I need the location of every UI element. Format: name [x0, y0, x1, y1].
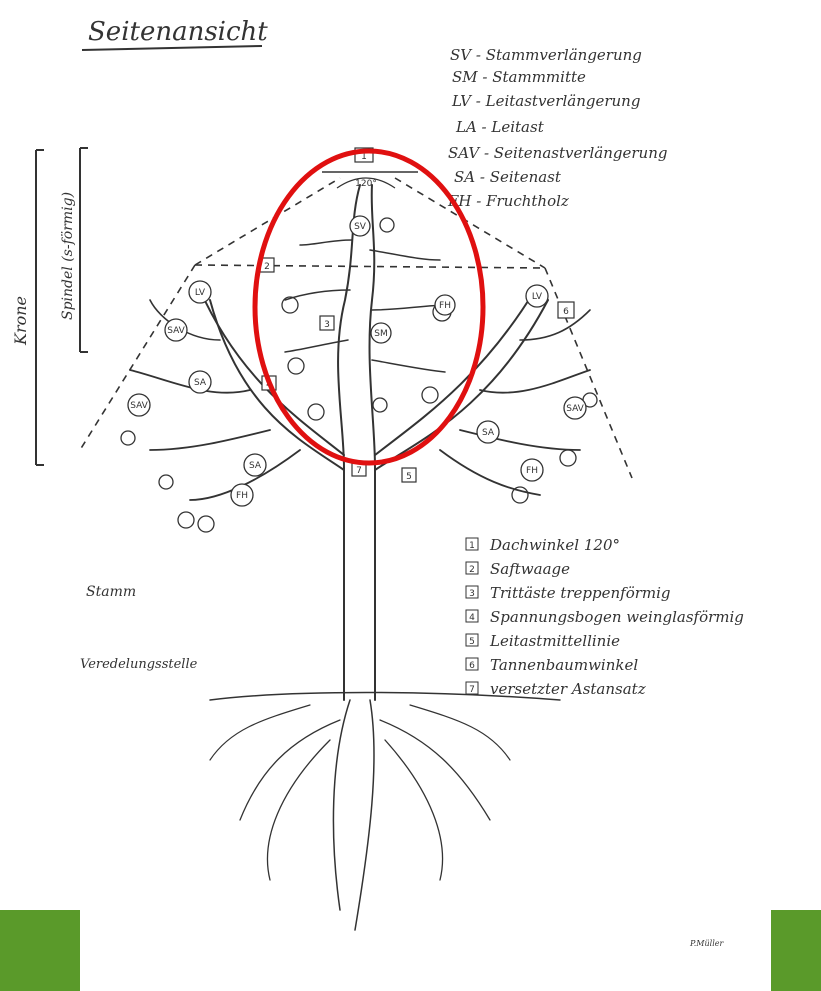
svg-text:Dachwinkel 120°: Dachwinkel 120° [489, 536, 620, 554]
tree-label-fh-right: FH [526, 466, 538, 476]
tree-label-sav-right: SAV [566, 404, 584, 414]
krone-bracket: Krone [11, 150, 44, 465]
svg-text:2: 2 [469, 565, 475, 575]
tree-label-fh-center: FH [439, 301, 451, 311]
label-stamm: Stamm [86, 584, 136, 600]
svg-text:6: 6 [469, 661, 475, 671]
tree-label-sa-right: SA [482, 428, 495, 438]
tree-label-sv: SV [354, 222, 367, 232]
numbered-legend-item: 6 Tannenbaumwinkel [466, 656, 638, 674]
spindel-bracket: Spindel (s-förmig) [60, 148, 88, 352]
svg-text:Leitastmittellinie: Leitastmittellinie [489, 632, 620, 650]
tree-box-6: 6 [563, 307, 569, 317]
legend-la: LA - Leitast [455, 118, 545, 136]
tree-label-sa-left: SA [194, 378, 207, 388]
legend-fh: FH - Fruchtholz [447, 192, 569, 210]
svg-text:versetzter Astansatz: versetzter Astansatz [490, 680, 646, 698]
tree-box-2: 2 [264, 262, 270, 272]
legend-sav: SAV - Seitenastverlängerung [448, 144, 667, 162]
numbered-legend-item: 7 versetzter Astansatz [466, 680, 646, 698]
numbered-legend: 1 Dachwinkel 120° 2 Saftwaage 3 Trittäst… [466, 536, 744, 698]
legend-lv: LV - Leitastverlängerung [451, 92, 640, 110]
label-krone: Krone [11, 296, 30, 346]
svg-text:4: 4 [469, 613, 475, 623]
tree-box-7: 7 [356, 466, 362, 476]
svg-text:Trittäste treppenförmig: Trittäste treppenförmig [490, 584, 671, 602]
numbered-legend-item: 3 Trittäste treppenförmig [466, 584, 671, 602]
green-corner-bar-left [0, 910, 80, 991]
green-corner-bar-right [771, 910, 821, 991]
label-spindel: Spindel (s-förmig) [60, 192, 76, 320]
tree-box-3: 3 [324, 320, 330, 330]
tree-label-lv-right: LV [532, 292, 543, 302]
numbered-legend-item: 4 Spannungsbogen weinglasförmig [466, 608, 744, 626]
tree-box-5: 5 [406, 472, 412, 482]
tree-label-lv-left: LV [195, 288, 206, 298]
numbered-legend-item: 2 Saftwaage [466, 560, 570, 578]
tree-label-sa-left2: SA [249, 461, 262, 471]
svg-text:7: 7 [469, 685, 475, 695]
numbered-legend-item: 1 Dachwinkel 120° [466, 536, 620, 554]
legend-sm: SM - Stammmitte [452, 68, 586, 86]
tree-label-sm: SM [374, 329, 387, 339]
diagram-title: Seitenansicht [88, 17, 268, 47]
tree-label-sav-left2: SAV [130, 401, 148, 411]
svg-text:1: 1 [469, 541, 475, 551]
angle-label: 120° [355, 179, 377, 189]
legend-sa: SA - Seitenast [454, 168, 562, 186]
svg-text:Tannenbaumwinkel: Tannenbaumwinkel [490, 656, 638, 674]
abbreviation-legend: SV - Stammverlängerung SM - Stammmitte L… [447, 46, 667, 210]
svg-text:5: 5 [469, 637, 475, 647]
tree-label-sav-left: SAV [167, 326, 185, 336]
label-veredelung: Veredelungsstelle [80, 657, 198, 672]
svg-text:3: 3 [469, 589, 475, 599]
numbered-legend-item: 5 Leitastmittellinie [466, 632, 620, 650]
svg-text:Spannungsbogen weinglasförmig: Spannungsbogen weinglasförmig [490, 608, 744, 626]
tree-label-fh-left: FH [236, 491, 248, 501]
svg-text:Saftwaage: Saftwaage [490, 560, 570, 578]
legend-sv: SV - Stammverlängerung [450, 46, 642, 64]
artist-signature: P.Müller [689, 939, 725, 948]
